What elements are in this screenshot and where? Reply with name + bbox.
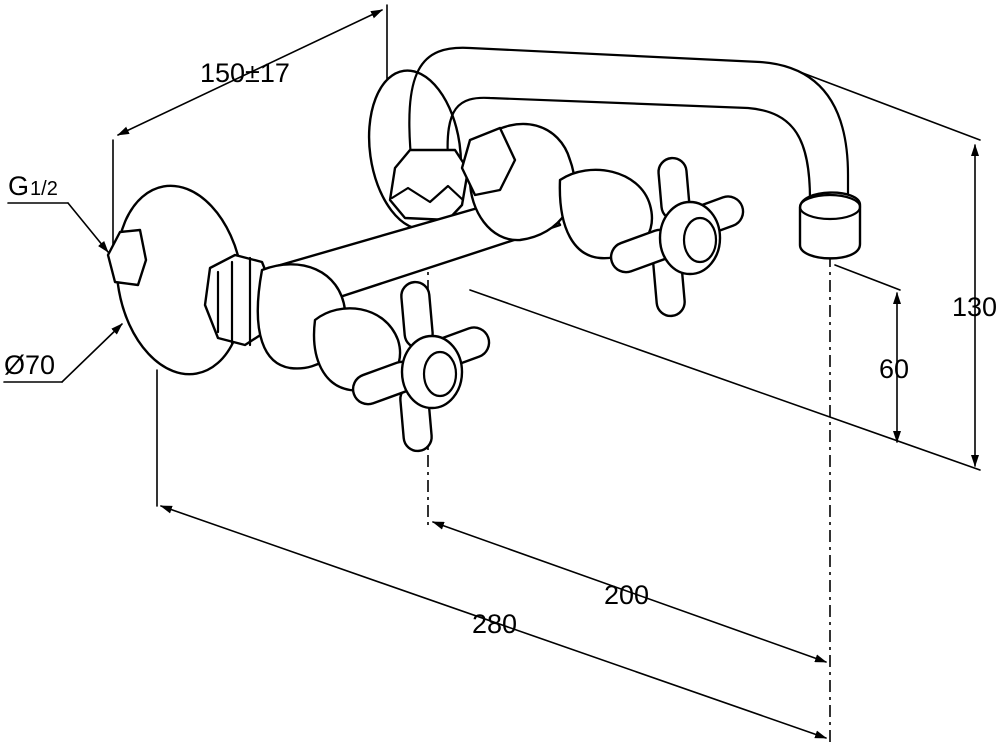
right-handle-hub: [658, 200, 722, 276]
dim-line-spacing: [117, 9, 383, 136]
thread-label: G1/2: [8, 171, 58, 201]
left-hex-nut-facets: [216, 256, 252, 347]
left-handle-cap: [422, 350, 458, 398]
dim-line-depth: [160, 505, 827, 739]
spout-height-label: 130: [952, 292, 997, 322]
outlet-height-label: 60: [879, 354, 909, 384]
leader-thread: [67, 202, 109, 253]
inlet-thread: [106, 228, 148, 287]
spout-inner-edge: [446, 96, 812, 202]
left-handle-hub: [400, 334, 464, 410]
thread-label-sub: 1/2: [30, 178, 58, 200]
ext-line-outlet: [834, 264, 901, 291]
dimension-labels: G1/2 Ø70 150±17 130 60 200 280: [4, 58, 997, 639]
faucet-body: [106, 46, 862, 453]
depth-label: 280: [472, 609, 517, 639]
thread-label-main: G: [8, 171, 29, 201]
leader-diameter: [61, 323, 123, 383]
spout-aerator: [798, 191, 862, 260]
right-hex-nut: [460, 126, 517, 197]
spout-outer-edge: [408, 46, 850, 207]
ext-line-spout-top: [799, 71, 981, 141]
swivel-nut-facets: [390, 184, 465, 204]
aerator-rim: [798, 193, 862, 221]
reach-label: 200: [604, 580, 649, 610]
spout-swivel-nut: [388, 148, 470, 222]
diameter-label: Ø70: [4, 350, 55, 380]
spacing-label: 150±17: [200, 58, 290, 88]
right-handle-cap: [682, 216, 718, 264]
